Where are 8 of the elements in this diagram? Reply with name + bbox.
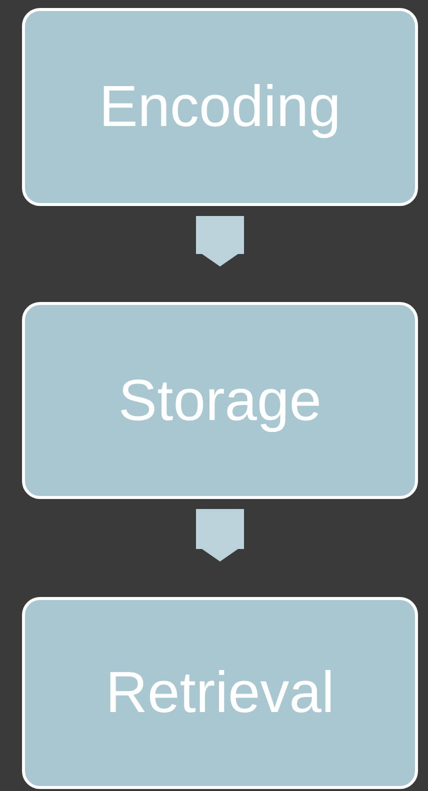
box-label: Encoding [99, 75, 341, 139]
block-arrow [196, 509, 244, 562]
process-box [22, 8, 418, 206]
process-box [22, 302, 418, 499]
block-arrow [196, 216, 244, 266]
box-label: Retrieval [106, 661, 334, 725]
box-label: Storage [118, 368, 322, 432]
process-box [22, 597, 418, 789]
